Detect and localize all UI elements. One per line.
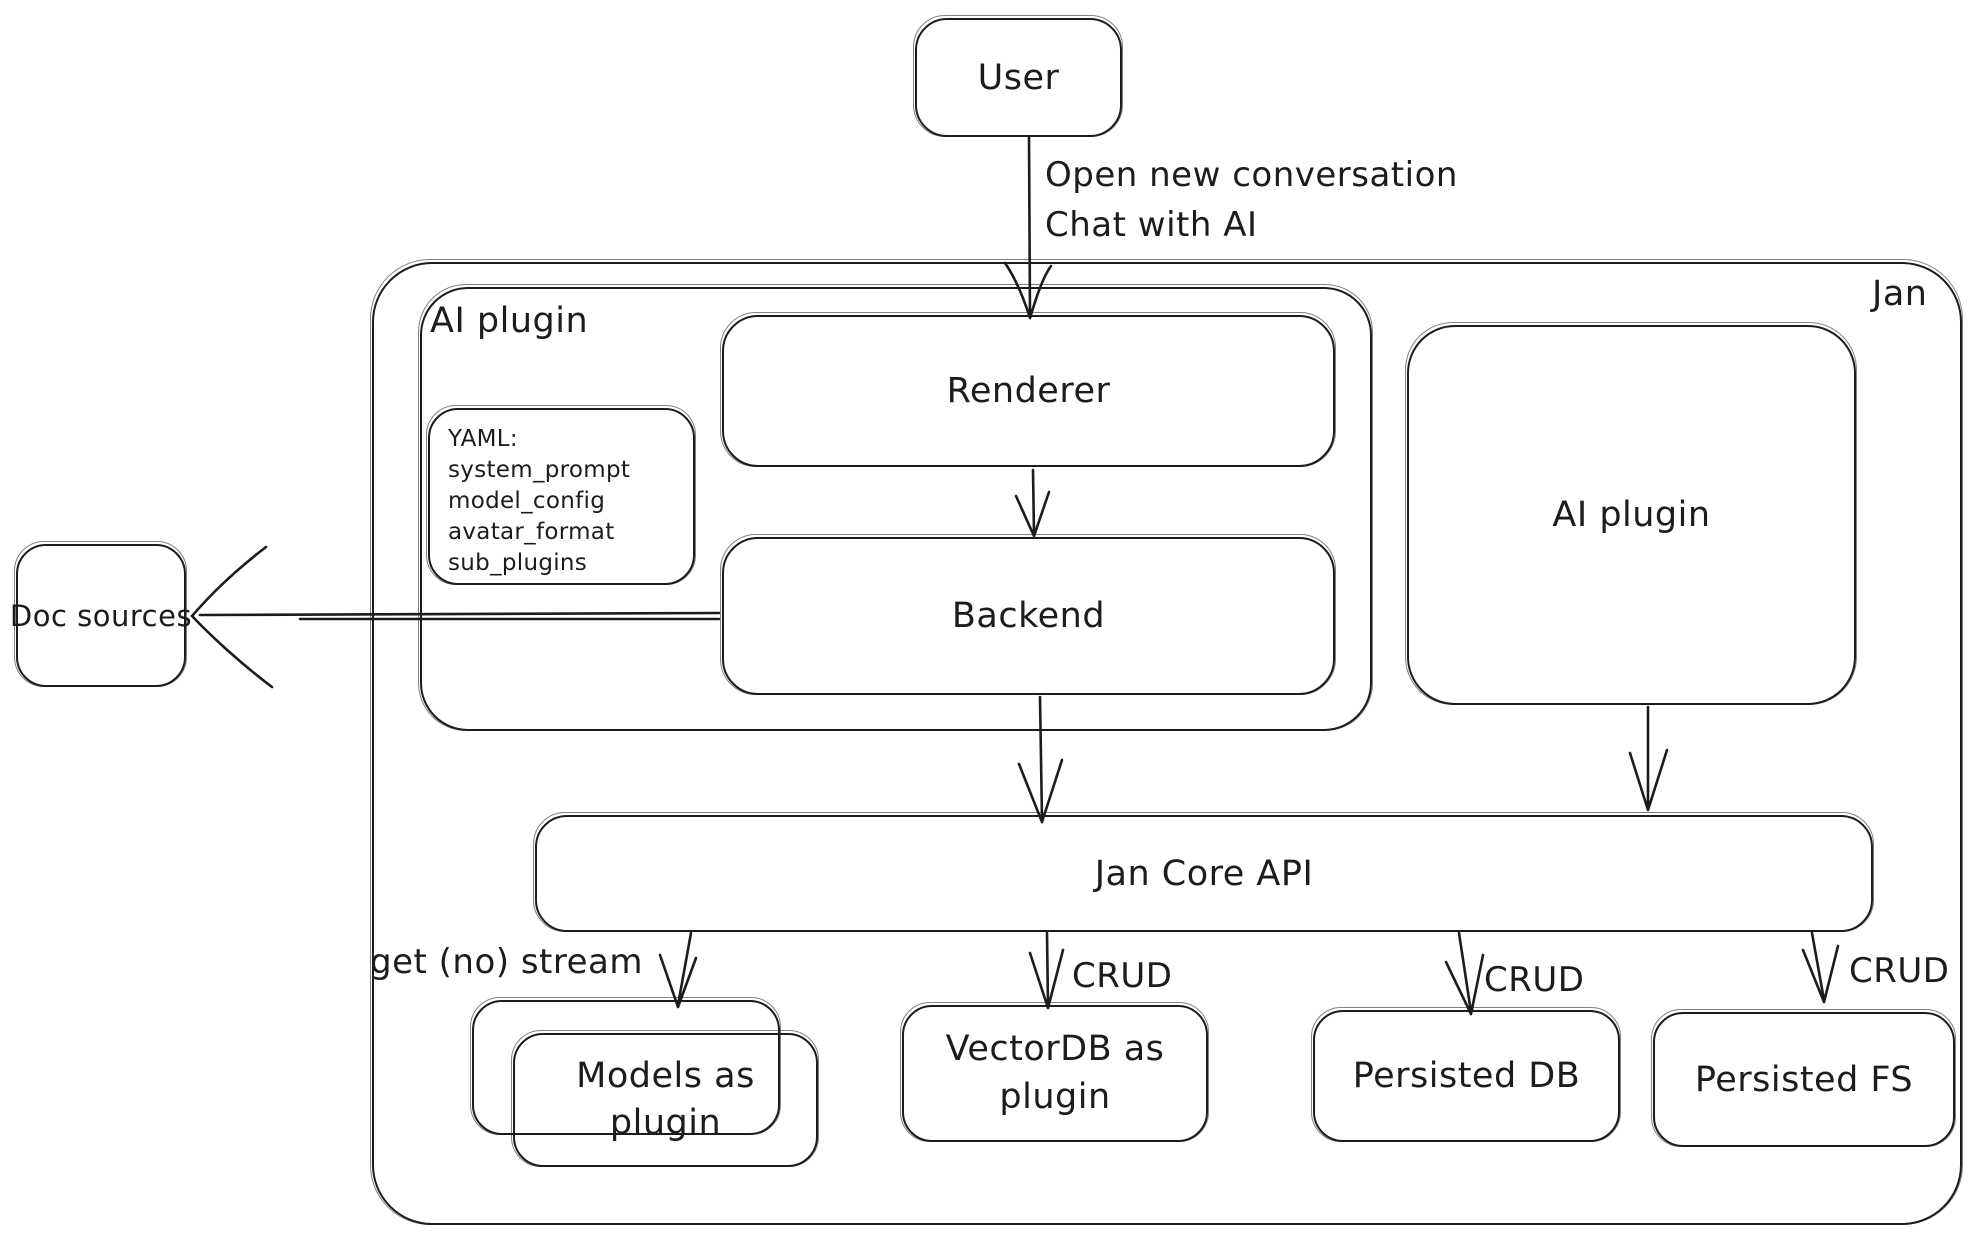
yaml-config-note: YAML: system_prompt model_config avatar_… [426,405,696,585]
persisted-db-node-label: Persisted DB [1352,1056,1581,1096]
ai-plugin-container-label: AI plugin [430,301,589,341]
jan-core-api-node-label: Jan Core API [1094,853,1314,894]
edge-label-crud-persisted-fs: CRUD [1849,951,1950,991]
vectordb-plugin-node-label: VectorDB as plugin [945,1029,1165,1117]
persisted-db-node: Persisted DB [1311,1007,1621,1142]
edge-label-crud-vectordb: CRUD [1072,956,1173,996]
persisted-fs-node: Persisted FS [1651,1009,1956,1147]
edge-label-get-stream: get (no) stream [370,942,643,982]
doc-sources-node: Doc sources [10,541,192,687]
ai-plugin-right-node-label: AI plugin [1552,495,1711,535]
doc-sources-node-label: Doc sources [9,598,193,633]
backend-node-label: Backend [951,596,1106,636]
edge-label-user-action: Open new conversation Chat with AI [1045,150,1458,250]
yaml-line: sub_plugins [448,550,588,576]
vectordb-plugin-node: VectorDB as plugin [900,1002,1209,1142]
user-node: User [913,15,1123,137]
jan-core-api-node: Jan Core API [533,812,1874,932]
yaml-line: YAML: [448,426,518,452]
models-plugin-node-label: Models as plugin [576,1055,755,1143]
backend-node: Backend [720,534,1336,695]
yaml-config-text: YAML: system_prompt model_config avatar_… [430,410,630,579]
models-plugin-node: Models as plugin [511,1030,819,1167]
renderer-node-label: Renderer [946,371,1111,411]
edge-label-chat-with-ai: Chat with AI [1045,205,1258,245]
persisted-fs-node-label: Persisted FS [1694,1059,1914,1100]
yaml-line: avatar_format [448,519,615,545]
yaml-line: model_config [448,488,606,514]
yaml-line: system_prompt [448,457,631,483]
jan-container-label: Jan [1872,274,1928,314]
user-node-label: User [977,57,1060,98]
ai-plugin-right-node: AI plugin [1405,322,1857,705]
edge-label-open-conversation: Open new conversation [1045,155,1458,195]
renderer-node: Renderer [720,312,1336,467]
edge-label-crud-persisted-db: CRUD [1484,960,1585,1000]
